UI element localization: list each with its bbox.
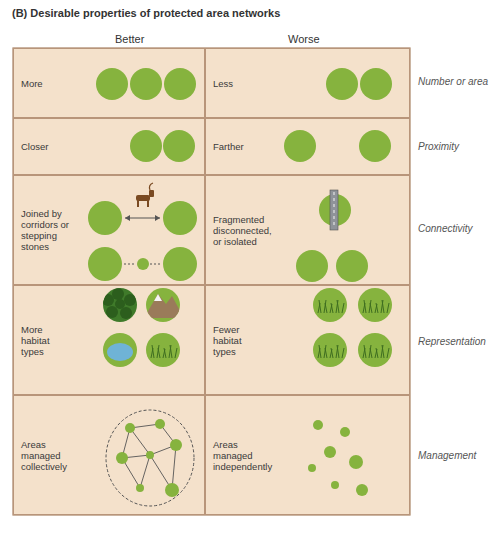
grass-blade (370, 348, 372, 358)
cell-text: Less (213, 78, 253, 89)
grass-blade (342, 348, 344, 358)
cell-text: Joined by corridors or stepping stones (21, 208, 73, 252)
grass-blade (330, 349, 332, 358)
grass-blade (331, 303, 333, 313)
grass-blade (364, 300, 366, 313)
grass-blade (375, 304, 377, 313)
column-header: Better (115, 33, 144, 45)
cell-text: Fewer habitat types (213, 324, 259, 357)
grass-blade (324, 300, 326, 313)
property-cell: Areas managed collectively (13, 395, 205, 515)
grass-blade (330, 304, 332, 313)
grass-blade (381, 345, 383, 358)
grass-blade (364, 345, 366, 358)
property-cell: Farther (205, 118, 410, 175)
grass-blade (336, 345, 338, 358)
row-label: Proximity (418, 141, 490, 153)
grass-blade (336, 300, 338, 313)
grass-blade (387, 348, 389, 358)
grass-blade (319, 300, 321, 313)
cell-text: Areas managed collectively (21, 439, 77, 472)
grass-blade (170, 345, 172, 358)
cell-text: Fragmented disconnected, or isolated (213, 214, 281, 247)
grass-blade (164, 348, 166, 358)
grass-blade (381, 300, 383, 313)
grass-blade (169, 345, 171, 358)
grass-blade (337, 300, 339, 313)
grass-blade (157, 345, 159, 358)
row-label: Connectivity (418, 223, 490, 235)
property-cell: Fewer habitat types (205, 285, 410, 395)
grass-blade (325, 348, 327, 358)
cell-text: More habitat types (21, 324, 67, 357)
cell-text: Areas managed independently (213, 439, 275, 472)
property-cell: Joined by corridors or stepping stones (13, 175, 205, 285)
column-header: Worse (288, 33, 320, 45)
row-label: Number or area (418, 76, 490, 88)
row-label: Management (418, 450, 490, 462)
grass-habitat (313, 333, 347, 367)
property-cell: More habitat types (13, 285, 205, 395)
grass-blade (152, 345, 154, 358)
grass-blade (342, 303, 344, 313)
property-cell: Closer (13, 118, 205, 175)
title: (B) Desirable properties of protected ar… (12, 7, 280, 19)
grass-blade (376, 303, 378, 313)
grass-blade (319, 345, 321, 358)
property-cell: Areas managed independently (205, 395, 410, 515)
grass-habitat (146, 333, 180, 367)
grass-blade (324, 345, 326, 358)
grass-blade (382, 345, 384, 358)
grass-blade (376, 348, 378, 358)
grass-blade (370, 303, 372, 313)
cell-text: Closer (21, 141, 61, 152)
row-label: Representation (418, 336, 490, 348)
grass-blade (325, 303, 327, 313)
grass-blade (331, 348, 333, 358)
grass-blade (337, 345, 339, 358)
property-cell: Fragmented disconnected, or isolated (205, 175, 410, 285)
grass-habitat (358, 333, 392, 367)
grass-blade (375, 349, 377, 358)
grass-blade (382, 300, 384, 313)
cell-text: More (21, 78, 61, 89)
grass-habitat (313, 288, 347, 322)
grass-blade (175, 348, 177, 358)
grass-blade (369, 300, 371, 313)
cell-text: Farther (213, 141, 263, 152)
property-cell: More (13, 48, 205, 118)
grass-blade (163, 349, 165, 358)
grass-blade (158, 348, 160, 358)
grass-blade (387, 303, 389, 313)
grass-habitat (358, 288, 392, 322)
grass-blade (369, 345, 371, 358)
property-cell: Less (205, 48, 410, 118)
